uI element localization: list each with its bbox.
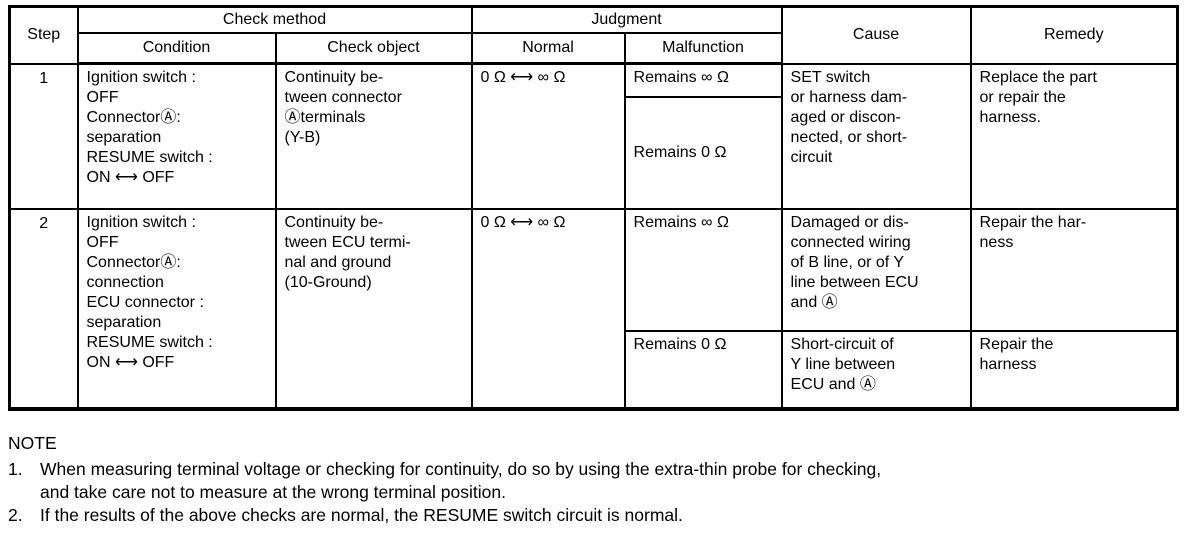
- step-2-cell: 2: [8, 207, 79, 410]
- column-header-normal: Normal: [470, 31, 626, 65]
- check-object-1-cell: Continuity be- tween connector Ⓐterminal…: [274, 62, 473, 210]
- column-header-check-method: Check method: [76, 5, 473, 34]
- column-header-malfunction: Malfunction: [623, 31, 783, 65]
- notes-section: NOTE 1. When measuring terminal voltage …: [6, 432, 1180, 527]
- table-row-step2b: Remains 0 Ω Short-circuit of Y line betw…: [10, 329, 1179, 410]
- malfunction-2b-cell: Remains 0 Ω: [623, 329, 783, 410]
- remedy-2b-cell: Repair the harness: [969, 329, 1179, 410]
- column-header-remedy: Remedy: [969, 5, 1179, 65]
- header-row-2: Condition Check object Normal Malfunctio…: [10, 31, 1178, 65]
- normal-2-cell: 0 Ω ⟷ ∞ Ω: [470, 207, 626, 410]
- remedy-2a-cell: Repair the har- ness: [969, 207, 1179, 332]
- cause-2a-cell: Damaged or dis- connected wiring of B li…: [780, 207, 972, 332]
- note-item-1: 1. When measuring terminal voltage or ch…: [6, 458, 1180, 504]
- condition-2-cell: Ignition switch : OFF ConnectorⒶ: connec…: [76, 207, 277, 410]
- column-header-step: Step: [8, 5, 79, 65]
- notes-heading: NOTE: [8, 433, 57, 453]
- malfunction-1b-cell: Remains 0 Ω: [623, 95, 783, 210]
- column-header-condition: Condition: [76, 31, 277, 65]
- cause-2b-cell: Short-circuit of Y line between ECU and …: [780, 329, 972, 410]
- table-row-step1b: Remains 0 Ω: [10, 95, 1178, 210]
- column-header-check-object: Check object: [274, 31, 473, 65]
- cause-1-cell: SET switch or harness dam- aged or disco…: [780, 62, 972, 210]
- note-item-number: 1.: [8, 458, 23, 479]
- column-header-judgment: Judgment: [470, 5, 783, 34]
- remedy-1-cell: Replace the part or repair the harness.: [969, 62, 1179, 210]
- column-header-cause: Cause: [780, 5, 972, 65]
- header-row-1: Step Check method Judgment Cause Remedy: [8, 5, 1179, 65]
- normal-1-cell: 0 Ω ⟷ ∞ Ω: [470, 62, 626, 210]
- malfunction-1a-cell: Remains ∞ Ω: [623, 62, 783, 98]
- malfunction-2a-cell: Remains ∞ Ω: [623, 207, 783, 332]
- troubleshooting-table: Step Check method Judgment Cause Remedy …: [8, 5, 1180, 411]
- note-item-text: When measuring terminal voltage or check…: [40, 458, 882, 502]
- note-item-text: If the results of the above checks are n…: [40, 505, 683, 526]
- check-object-2-cell: Continuity be- tween ECU termi- nal and …: [274, 207, 473, 410]
- table-row-step2a: 2 Ignition switch : OFF ConnectorⒶ: conn…: [8, 207, 1179, 410]
- note-item-2: 2. If the results of the above checks ar…: [6, 504, 1180, 527]
- step-1-cell: 1: [8, 62, 79, 210]
- table-row-step1a: 1 Ignition switch : OFF ConnectorⒶ: sepa…: [8, 62, 1179, 210]
- note-item-number: 2.: [8, 505, 23, 526]
- condition-1-cell: Ignition switch : OFF ConnectorⒶ: separa…: [76, 62, 277, 210]
